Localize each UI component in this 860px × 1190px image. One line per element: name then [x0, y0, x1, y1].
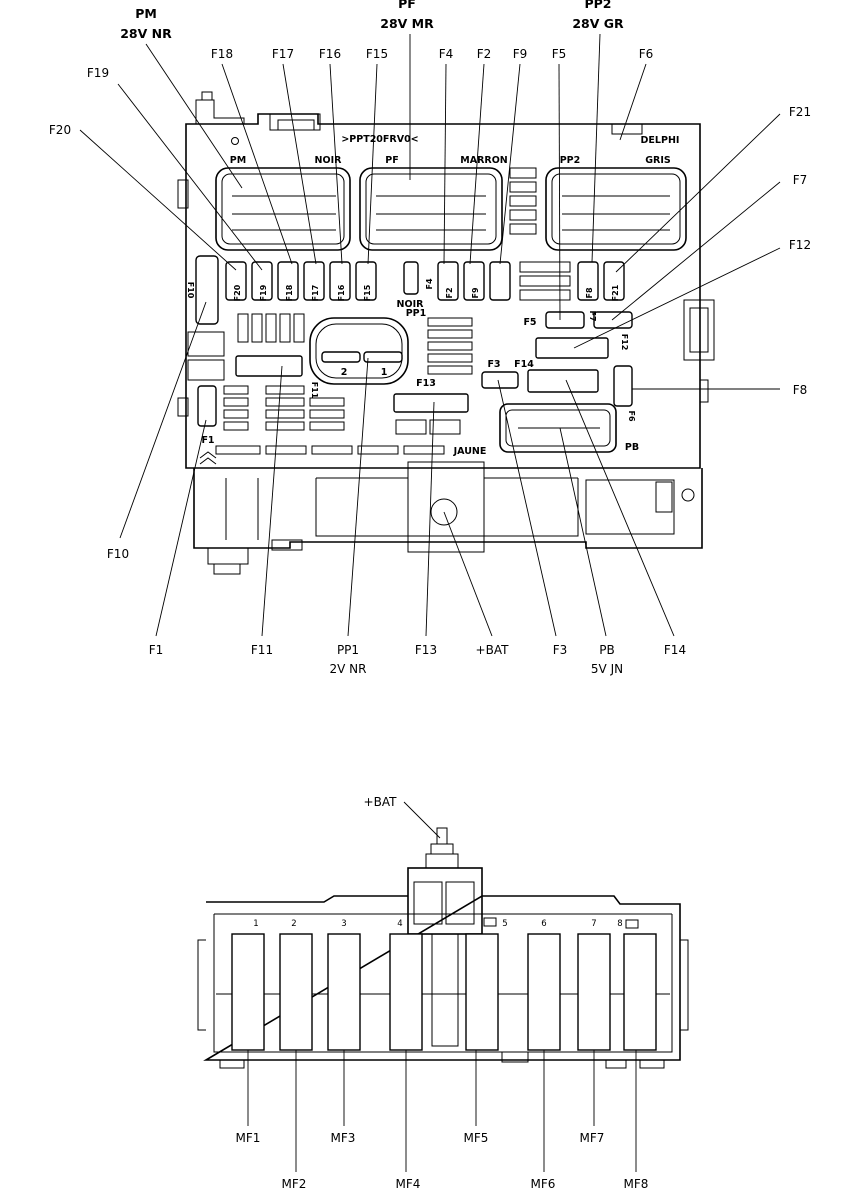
- marron-label: MARRON: [460, 155, 508, 166]
- callout-f5: F5: [552, 47, 567, 61]
- pp1-pin-1: 1: [381, 367, 388, 378]
- fuse-label-f9: F9: [471, 287, 480, 298]
- callout-f7: F7: [793, 173, 808, 187]
- slot-2: 2: [291, 919, 296, 929]
- fuse-label-f20: F20: [233, 284, 242, 301]
- mf6-label: MF6: [531, 1177, 556, 1190]
- mf7-label: MF7: [580, 1131, 605, 1145]
- f1-inner-label: F1: [201, 435, 214, 446]
- pf-connector-label: PF: [398, 0, 416, 11]
- fuse-label-f21: F21: [611, 284, 620, 301]
- callout-f2: F2: [477, 47, 492, 61]
- slot-6: 6: [541, 919, 546, 929]
- brand-logo-text: DELPHI: [641, 135, 680, 146]
- pp1-pin-2: 2: [341, 367, 348, 378]
- leader-lines: [79, 33, 781, 637]
- callout-f4: F4: [439, 47, 454, 61]
- mf4-label: MF4: [396, 1177, 421, 1190]
- fuse-box-housing: [177, 91, 715, 575]
- pm-connector-sub: 28V NR: [120, 26, 172, 41]
- pf-connector: [359, 167, 503, 251]
- slot-8: 8: [617, 919, 622, 929]
- pf-label: PF: [385, 155, 398, 166]
- callout-f16: F16: [319, 47, 341, 61]
- fuse-label-f4: F4: [425, 278, 434, 289]
- callout-f15: F15: [366, 47, 388, 61]
- fuse-label-f16: F16: [337, 284, 346, 301]
- fuse-row: [195, 255, 625, 325]
- callout-f21: F21: [789, 105, 811, 119]
- middle-area: [187, 311, 633, 465]
- fuse-label-f17: F17: [311, 285, 320, 302]
- part-code-label: >PPT20FRV0<: [341, 134, 418, 145]
- fuse-label-f18: F18: [285, 284, 294, 301]
- callout-f17: F17: [272, 47, 294, 61]
- callout-pp1-sub: 2V NR: [330, 662, 367, 676]
- pb-inner-label: PB: [625, 442, 639, 453]
- callout-f11: F11: [251, 643, 273, 657]
- slot-4: 4: [397, 919, 402, 929]
- callout-f18: F18: [211, 47, 233, 61]
- pp2-connector-label: PP2: [584, 0, 611, 11]
- maxi-fuse-box: [197, 827, 689, 1069]
- pf-connector-sub: 28V MR: [380, 16, 434, 31]
- callout-pb-sub: 5V JN: [591, 662, 623, 676]
- mf3-label: MF3: [331, 1131, 356, 1145]
- f5-inner-label: F5: [523, 317, 536, 328]
- callout-f9: F9: [513, 47, 528, 61]
- callout-f20: F20: [49, 123, 71, 137]
- pp2-connector-sub: 28V GR: [572, 16, 624, 31]
- callout-pp1: PP1: [337, 643, 359, 657]
- slot-7: 7: [591, 919, 596, 929]
- slot-5: 5: [502, 919, 507, 929]
- fuse-label-f15: F15: [363, 284, 372, 301]
- fuse-label-f10: F10: [186, 282, 195, 299]
- callout-f10: F10: [107, 547, 129, 561]
- callout-f14: F14: [664, 643, 686, 657]
- pp1-inner-label: PP1: [406, 308, 427, 319]
- fuse-label-f6: F6: [627, 410, 636, 421]
- fuse-label-f19: F19: [259, 284, 268, 301]
- bat-label: +BAT: [364, 795, 398, 809]
- callout-f3: F3: [553, 643, 568, 657]
- gris-label: GRIS: [645, 155, 671, 166]
- callout-f19: F19: [87, 66, 109, 80]
- f14-inner-label: F14: [514, 359, 534, 370]
- pm-connector: [215, 167, 351, 251]
- callout-f1: F1: [149, 643, 164, 657]
- f13-inner-label: F13: [416, 378, 436, 389]
- callout-f13: F13: [415, 643, 437, 657]
- fuse-label-f8: F8: [585, 287, 594, 298]
- fuse-label-f11: F11: [310, 382, 319, 399]
- callout-f8: F8: [793, 383, 808, 397]
- fuse-label-f7: F7: [588, 310, 597, 321]
- pp2-label: PP2: [560, 155, 581, 166]
- mf8-label: MF8: [624, 1177, 649, 1190]
- jaune-label: JAUNE: [453, 446, 487, 457]
- pm-label: PM: [230, 155, 246, 166]
- mf2-label: MF2: [282, 1177, 307, 1190]
- callout-bat: +BAT: [476, 643, 510, 657]
- relay-slots: [509, 167, 537, 235]
- pp2-connector: [545, 167, 687, 251]
- mf-leader-lines: [247, 1050, 637, 1172]
- mf1-label: MF1: [236, 1131, 261, 1145]
- noir-label-2: NOIR: [397, 299, 425, 310]
- fuse-label-f2: F2: [445, 287, 454, 298]
- slot-3: 3: [341, 919, 346, 929]
- pm-connector-label: PM: [135, 6, 157, 21]
- noir-label: NOIR: [315, 155, 343, 166]
- callout-pb: PB: [599, 643, 614, 657]
- callout-f12: F12: [789, 238, 811, 252]
- callout-f6: F6: [639, 47, 654, 61]
- mf5-label: MF5: [464, 1131, 489, 1145]
- fuse-label-f12: F12: [620, 334, 629, 351]
- f3-inner-label: F3: [487, 359, 500, 370]
- slot-1: 1: [253, 919, 258, 929]
